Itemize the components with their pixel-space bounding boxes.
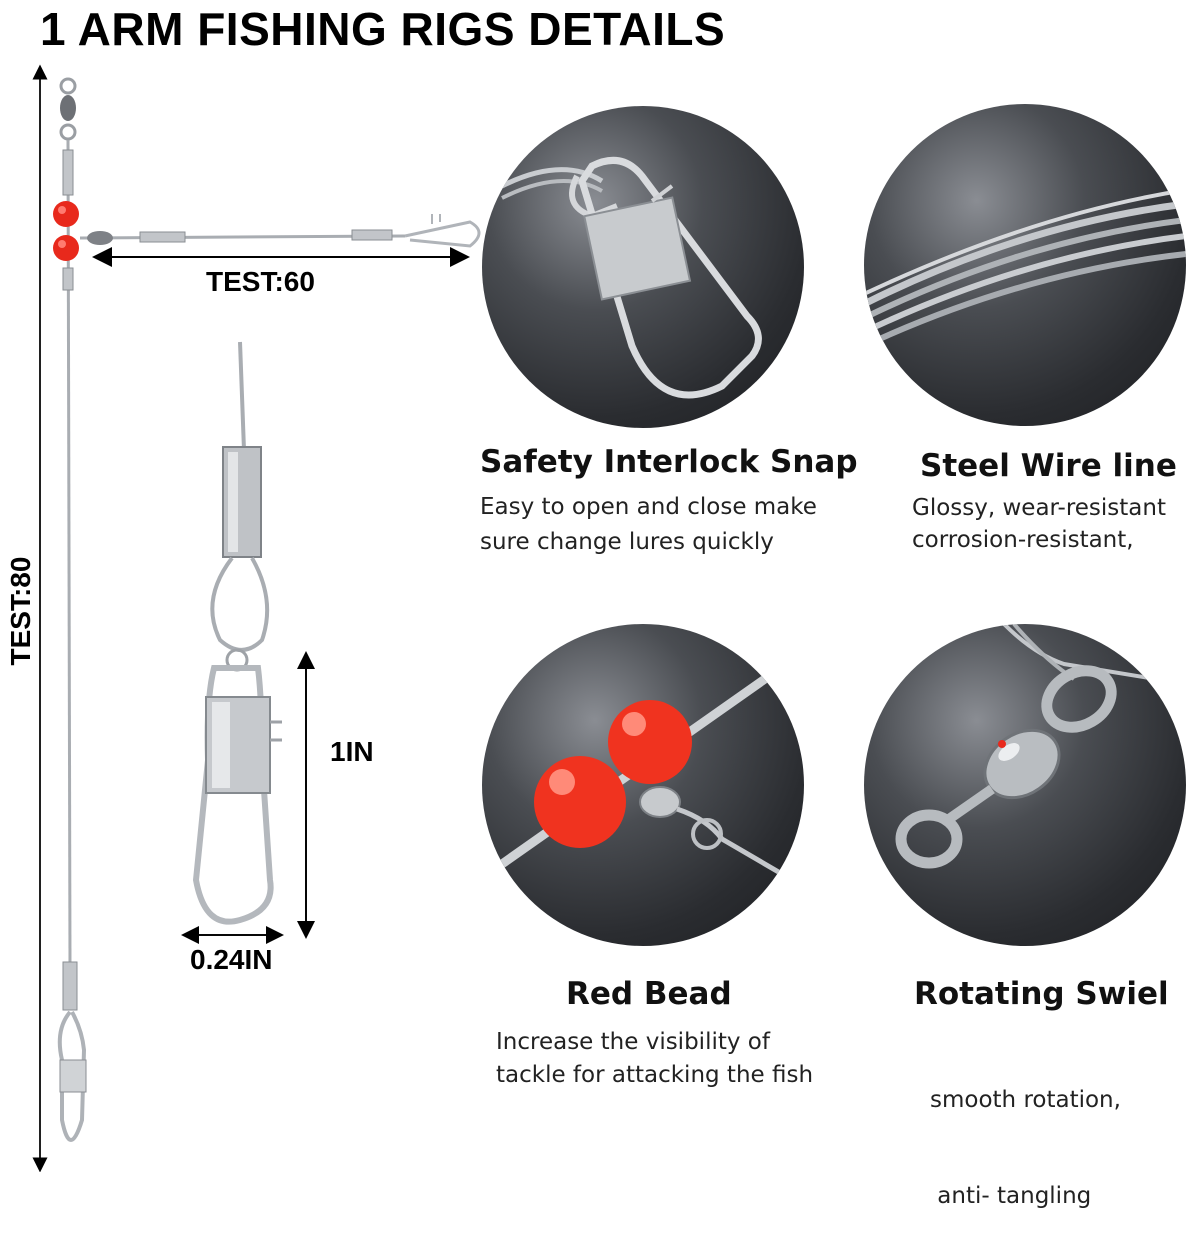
top-swivel-icon <box>59 77 77 141</box>
page-title: 1 ARM FISHING RIGS DETAILS <box>40 3 726 55</box>
arm-wire <box>79 234 406 240</box>
feature-desc-swivel: smooth rotation, anti- tangling <box>930 1087 1121 1209</box>
snap-width-label: 0.24IN <box>190 944 273 975</box>
feature-title-swivel: Rotating Swiel <box>914 976 1169 1012</box>
enlarged-snap-icon <box>192 341 282 925</box>
feature-title-bead: Red Bead <box>566 976 732 1012</box>
red-bead-icon <box>53 201 79 227</box>
feature-title-wire: Steel Wire line <box>920 448 1177 484</box>
feature-desc-bead: Increase the visibility of tackle for at… <box>496 1029 814 1088</box>
arm-snap-icon <box>404 220 481 248</box>
vertical-dimension-label: TEST:80 <box>5 556 36 666</box>
wire-closeup-image <box>864 104 1186 426</box>
feature-desc-snap: Easy to open and close make sure change … <box>480 494 817 555</box>
swivel-closeup-image <box>864 624 1186 946</box>
rig-diagram <box>32 64 481 1172</box>
main-wire <box>66 139 72 966</box>
bead-closeup-image <box>482 624 804 946</box>
horizontal-dimension-label: TEST:60 <box>206 266 315 297</box>
feature-title-snap: Safety Interlock Snap <box>480 444 858 480</box>
snap-closeup-image <box>482 106 804 428</box>
snap-height-label: 1IN <box>330 736 374 767</box>
feature-desc-wire: Glossy, wear-resistant corrosion-resista… <box>912 495 1166 553</box>
bottom-snap-icon <box>57 1010 87 1142</box>
